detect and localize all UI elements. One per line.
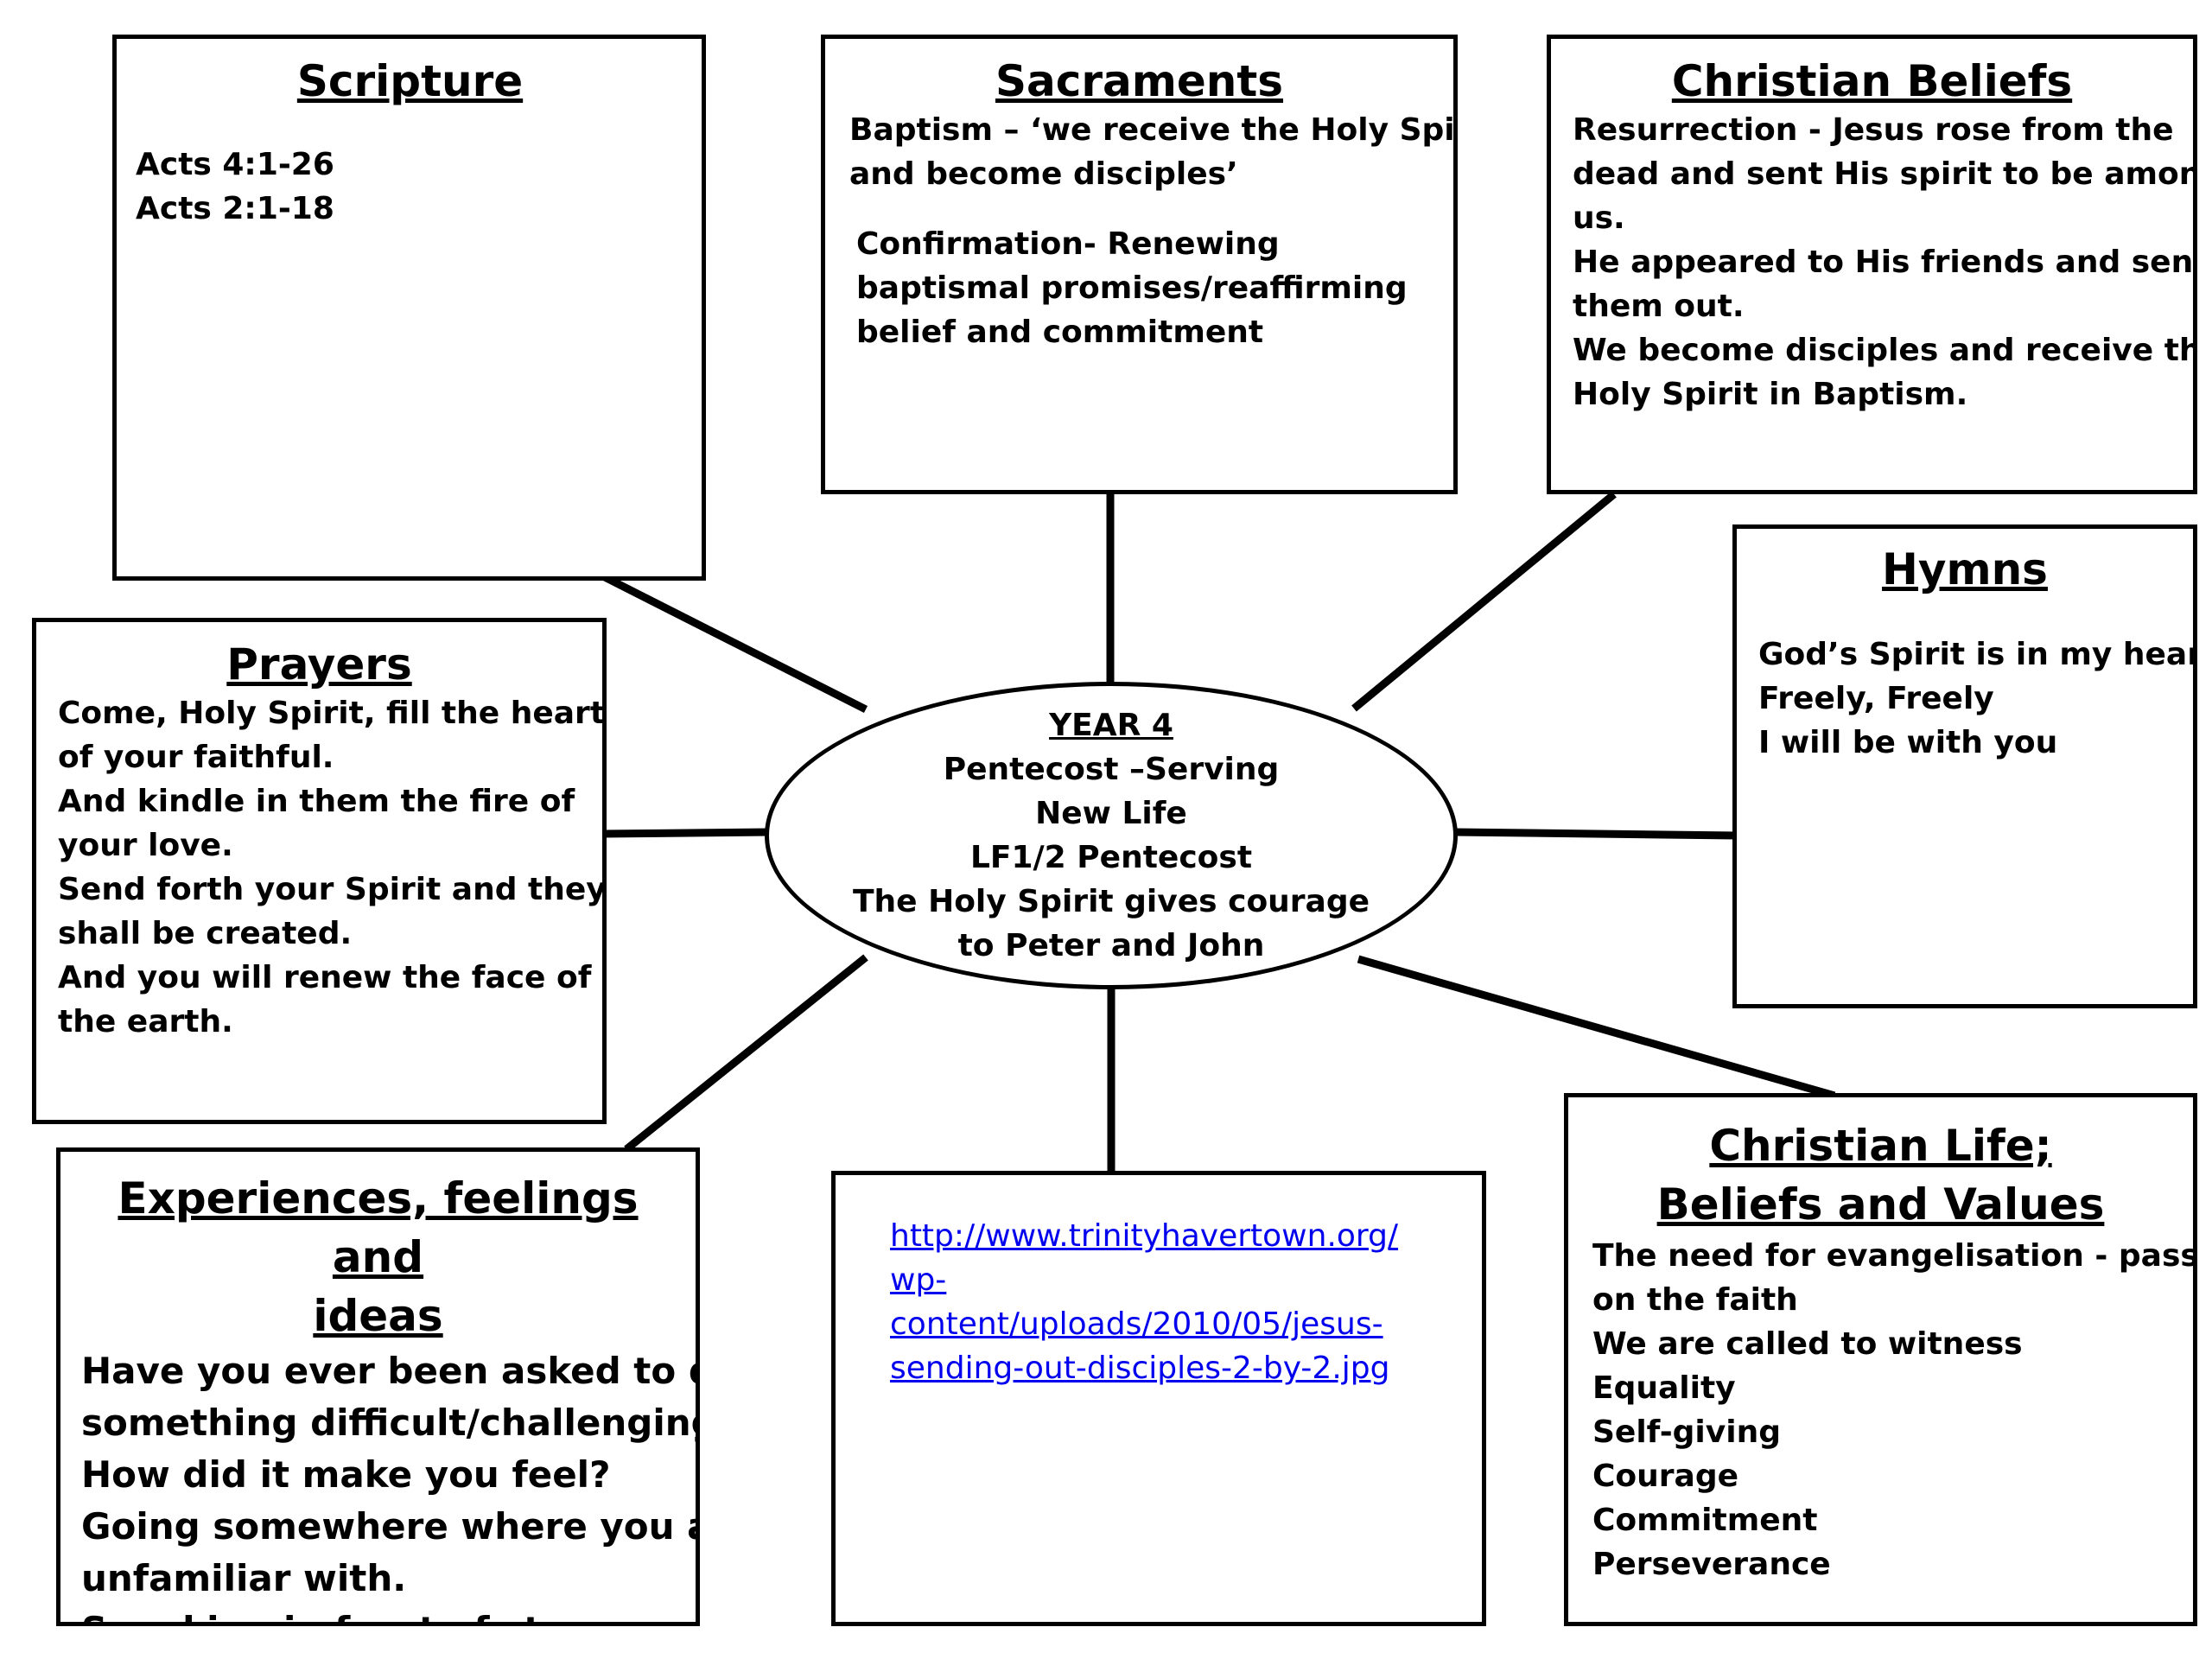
scripture-line: Acts 4:1-26	[136, 147, 334, 182]
sacraments-baptism: Baptism – ‘we receive the Holy Spirit an…	[849, 108, 1458, 196]
christian-life-line: Self-giving	[1592, 1414, 1781, 1450]
central-year: YEAR 4	[1049, 708, 1173, 743]
image-link[interactable]: http://www.trinityhavertown.org/ wp- con…	[890, 1214, 1473, 1390]
connector-scripture	[602, 573, 868, 714]
christian-beliefs-list: Resurrection - Jesus rose from the dead …	[1573, 108, 2197, 416]
experiences-line: How did it make you feel?	[81, 1453, 611, 1496]
christian-life-list: The need for evangelisation - passing on…	[1592, 1234, 2197, 1586]
experiences-line: Going somewhere where you are	[81, 1505, 700, 1548]
sacraments-box: Sacraments Baptism – ‘we receive the Hol…	[821, 35, 1458, 494]
hymns-line: God’s Spirit is in my heart	[1758, 637, 2197, 672]
experiences-title: Experiences, feelings and ideas	[81, 1169, 675, 1345]
experiences-line: unfamiliar with.	[81, 1557, 407, 1599]
christian-life-box: Christian Life; Beliefs and Values The n…	[1564, 1093, 2197, 1626]
central-line: The Holy Spirit gives courage	[852, 884, 1370, 919]
experiences-line: Speaking in front of strangers.	[81, 1605, 696, 1622]
prayers-list: Come, Holy Spirit, fill the hearts of yo…	[58, 691, 607, 1044]
image-link-line[interactable]: http://www.trinityhavertown.org/	[890, 1218, 1399, 1254]
experiences-list: Have you ever been asked to do something…	[81, 1345, 700, 1622]
christian-life-line: Perseverance	[1592, 1547, 1831, 1582]
image-link-line[interactable]: content/uploads/2010/05/jesus-	[890, 1306, 1383, 1342]
prayers-line: your love.	[58, 828, 233, 863]
christian-life-line: We are called to witness	[1592, 1326, 2023, 1362]
scripture-title: Scripture	[296, 56, 524, 106]
experiences-line: something difficult/challenging?	[81, 1402, 700, 1444]
hymns-list: God’s Spirit is in my heart Freely, Free…	[1758, 632, 2197, 765]
central-line: New Life	[1035, 796, 1187, 831]
sacraments-line: Baptism – ‘we receive the Holy Spirit	[849, 112, 1458, 148]
experiences-title-line: ideas	[313, 1291, 443, 1341]
sacraments-line: Confirmation- Renewing	[856, 226, 1280, 262]
sacraments-line: baptismal promises/reaffirming	[856, 270, 1408, 306]
christian-beliefs-line: us.	[1573, 200, 1625, 236]
christian-life-line: The need for evangelisation - passing	[1592, 1238, 2197, 1274]
prayers-line: Send forth your Spirit and they	[58, 872, 607, 907]
sacraments-confirmation: Confirmation- Renewing baptismal promise…	[856, 222, 1445, 354]
scripture-list: Acts 4:1-26 Acts 2:1-18	[136, 143, 684, 231]
christian-beliefs-title: Christian Beliefs	[1671, 56, 2073, 106]
connector-christian-beliefs	[1351, 491, 1617, 712]
image-link-line[interactable]: sending-out-disciples-2-by-2.jpg	[890, 1351, 1390, 1386]
connector-experiences	[624, 954, 868, 1153]
image-link-line[interactable]: wp-	[890, 1262, 947, 1298]
christian-life-line: Courage	[1592, 1459, 1739, 1494]
hymns-line: Freely, Freely	[1758, 681, 1994, 716]
christian-beliefs-line: them out.	[1573, 289, 1745, 324]
connector-christian-life	[1357, 955, 1836, 1100]
prayers-box: Prayers Come, Holy Spirit, fill the hear…	[32, 618, 607, 1124]
sacraments-line: belief and commitment	[856, 315, 1264, 350]
experiences-line: Have you ever been asked to do	[81, 1350, 700, 1392]
sacraments-title: Sacraments	[995, 56, 1284, 106]
central-line: Pentecost –Serving	[943, 752, 1280, 787]
scripture-line: Acts 2:1-18	[136, 191, 334, 226]
christian-life-line: Commitment	[1592, 1503, 1818, 1538]
prayers-line: of your faithful.	[58, 740, 334, 775]
hymns-box: Hymns God’s Spirit is in my heart Freely…	[1732, 524, 2197, 1008]
hymns-line: I will be with you	[1758, 725, 2058, 760]
christian-beliefs-line: Resurrection - Jesus rose from the	[1573, 112, 2174, 148]
central-line: to Peter and John	[957, 928, 1265, 963]
sacraments-line: and become disciples’	[849, 156, 1238, 192]
christian-life-line: on the faith	[1592, 1282, 1798, 1318]
christian-beliefs-box: Christian Beliefs Resurrection - Jesus r…	[1547, 35, 2197, 494]
central-line: LF1/2 Pentecost	[969, 840, 1253, 875]
christian-beliefs-line: Holy Spirit in Baptism.	[1573, 377, 1968, 412]
prayers-line: the earth.	[58, 1004, 233, 1039]
scripture-box: Scripture Acts 4:1-26 Acts 2:1-18	[112, 35, 706, 581]
christian-beliefs-line: He appeared to His friends and sent	[1573, 245, 2197, 280]
connector-hymns	[1453, 828, 1738, 840]
christian-life-title: Christian Life; Beliefs and Values	[1592, 1116, 2169, 1234]
christian-beliefs-line: dead and sent His spirit to be among	[1573, 156, 2197, 192]
christian-life-title-line: Christian Life;	[1709, 1121, 2052, 1171]
prayers-line: shall be created.	[58, 916, 353, 951]
prayers-title: Prayers	[226, 639, 412, 690]
christian-life-line: Equality	[1592, 1370, 1736, 1406]
connector-prayers	[601, 828, 770, 838]
prayers-line: And you will renew the face of	[58, 960, 592, 995]
prayers-line: And kindle in them the fire of	[58, 784, 575, 819]
christian-beliefs-line: We become disciples and receive the	[1573, 333, 2197, 368]
hymns-title: Hymns	[1882, 544, 2048, 594]
experiences-box: Experiences, feelings and ideas Have you…	[56, 1147, 700, 1626]
christian-life-title-line: Beliefs and Values	[1656, 1179, 2105, 1230]
prayers-line: Come, Holy Spirit, fill the hearts	[58, 696, 607, 731]
link-box: http://www.trinityhavertown.org/ wp- con…	[831, 1171, 1486, 1626]
central-topic-ellipse: YEAR 4 Pentecost –Serving New Life LF1/2…	[765, 682, 1458, 989]
experiences-title-line: Experiences, feelings and	[118, 1173, 639, 1282]
